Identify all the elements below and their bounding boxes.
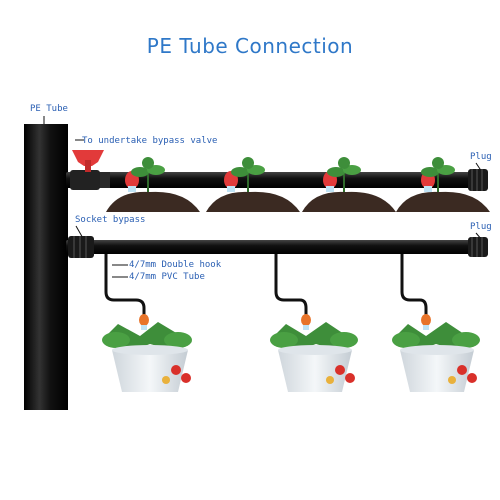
hanging-planter-3 [392,322,480,392]
label-plug-bottom: Plug [470,222,492,232]
hanging-planter-1 [102,322,192,392]
pe-tube-main [24,124,68,410]
hanging-tube-2 [274,254,311,330]
label-plug-top: Plug [470,152,492,162]
socket-bypass-fitting [68,236,94,258]
soil-mound-4 [396,157,490,212]
bypass-valve-icon [70,150,110,190]
hanging-tube-3 [400,254,431,330]
hanging-planter-2 [270,322,358,392]
label-socket-bypass: Socket bypass [75,215,146,225]
bottom-tube-plug [468,237,488,257]
label-double-hook: 4/7mm Double hook [129,260,222,270]
bottom-tube [66,240,486,254]
top-tube-plug [468,169,488,191]
label-bypass-valve: To undertake bypass valve [82,136,218,146]
label-pvc-tube: 4/7mm PVC Tube [129,272,205,282]
label-pe-tube: PE Tube [30,104,68,114]
soil-mound-1 [106,157,200,212]
soil-mound-2 [206,157,300,212]
soil-mound-3 [302,157,396,212]
top-tube [66,172,486,188]
diagram-title: PE Tube Connection [146,34,354,58]
hanging-tube-1 [104,254,149,330]
